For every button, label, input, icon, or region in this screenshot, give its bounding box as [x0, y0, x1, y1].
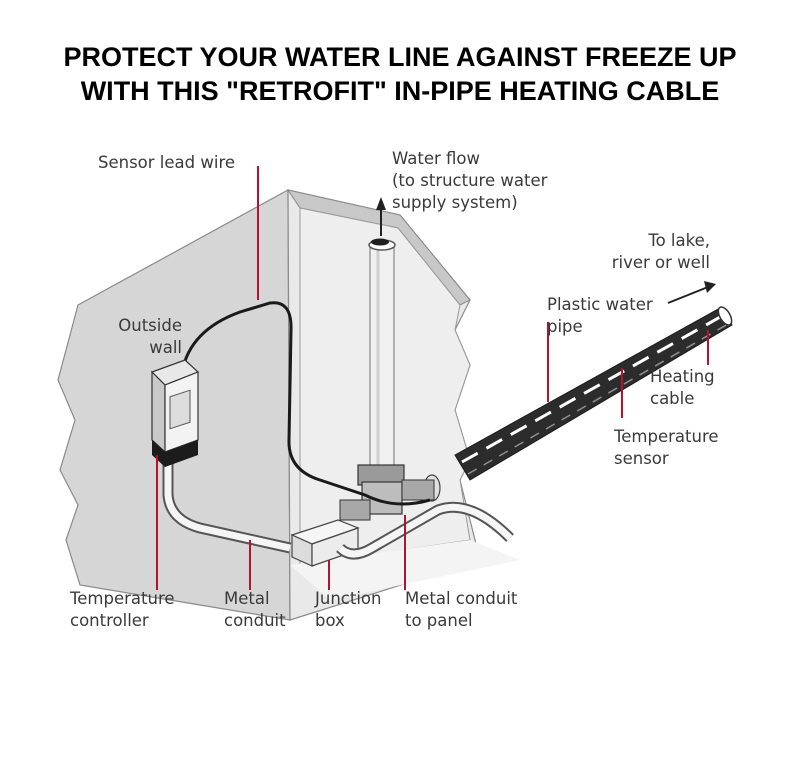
to-lake-arrow [667, 281, 716, 304]
label-text: pipe [547, 317, 583, 336]
label-text: to panel [405, 611, 473, 630]
label-text: wall [149, 338, 182, 357]
metal-conduit-to-panel [336, 501, 514, 560]
label-text: To lake, [648, 231, 710, 250]
riser-pipe [368, 238, 396, 471]
temperature-controller-unit [150, 359, 200, 467]
sensor-lead-wire [180, 301, 431, 506]
page-title: PROTECT YOUR WATER LINE AGAINST FREEZE U… [0, 40, 800, 108]
label-text: Metal conduit [405, 589, 518, 608]
label-text: Sensor lead wire [98, 153, 236, 172]
label-text: box [315, 611, 345, 630]
label-text: sensor [614, 449, 669, 468]
label-text: controller [70, 611, 149, 630]
title-line-2: WITH THIS "RETROFIT" IN-PIPE HEATING CAB… [80, 76, 720, 106]
label-temperature-controller: Temperature controller [70, 588, 175, 632]
water-flow-arrow [376, 197, 386, 236]
label-text: Heating [650, 367, 715, 386]
label-temperature-sensor: Temperature sensor [614, 426, 719, 470]
label-metal-conduit: Metal conduit [224, 588, 286, 632]
title-line-1: PROTECT YOUR WATER LINE AGAINST FREEZE U… [63, 42, 737, 72]
label-text: Temperature [614, 427, 719, 446]
label-text: conduit [224, 611, 286, 630]
tee-fitting [339, 464, 441, 521]
label-plastic-water-pipe: Plastic water pipe [547, 294, 653, 338]
label-text: Temperature [70, 589, 175, 608]
label-heating-cable: Heating cable [650, 366, 715, 410]
label-text: cable [650, 389, 695, 408]
label-water-flow: Water flow (to structure water supply sy… [392, 148, 547, 214]
plastic-water-pipe [454, 306, 733, 481]
label-text: Junction [315, 589, 382, 608]
label-text: (to structure water [392, 171, 548, 190]
label-text: Metal [224, 589, 270, 608]
leader-lines [156, 166, 709, 590]
label-text: river or well [611, 253, 710, 272]
metal-conduit [162, 455, 292, 554]
label-sensor-lead-wire: Sensor lead wire [98, 152, 235, 174]
junction-box [290, 519, 360, 567]
label-text: supply system) [392, 193, 518, 212]
label-text: Plastic water [547, 295, 653, 314]
label-metal-conduit-to-panel: Metal conduit to panel [405, 588, 517, 632]
label-text: Water flow [392, 149, 481, 168]
label-outside-wall: Outside wall [110, 315, 182, 359]
label-to-lake: To lake, river or well [598, 230, 710, 274]
label-junction-box: Junction box [315, 588, 381, 632]
label-text: Outside [118, 316, 182, 335]
